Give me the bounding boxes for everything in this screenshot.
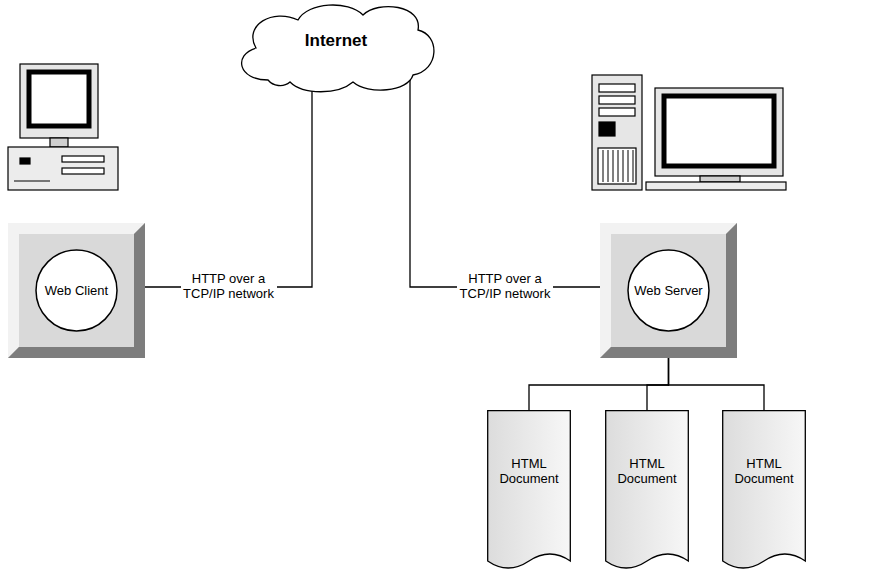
bevel-dark bbox=[600, 223, 737, 358]
document-shape bbox=[723, 411, 806, 568]
bevel-frame bbox=[8, 223, 145, 358]
connector-line bbox=[529, 358, 669, 410]
bevel-dark bbox=[8, 223, 145, 358]
node-label: HTML Document bbox=[729, 456, 799, 486]
bevel-light bbox=[600, 223, 737, 358]
node-label: Web Server bbox=[634, 283, 702, 298]
html-document: HTML Document bbox=[487, 410, 571, 575]
edge-label: HTTP over a TCP/IP network bbox=[457, 271, 553, 303]
document-shape bbox=[606, 411, 689, 568]
connector-line bbox=[410, 79, 600, 287]
bevel-light bbox=[8, 223, 145, 358]
internet-cloud: Internet bbox=[228, 0, 444, 95]
client-box: Web Client bbox=[8, 223, 145, 358]
connector-line bbox=[647, 358, 669, 410]
edge-label: HTTP over a TCP/IP network bbox=[181, 271, 277, 303]
html-document-outline bbox=[605, 410, 689, 575]
node-label: HTML Document bbox=[494, 456, 564, 486]
connector-line bbox=[145, 89, 312, 287]
node-label: Web Client bbox=[45, 283, 108, 298]
node-label: Internet bbox=[305, 31, 367, 51]
circle-outline bbox=[36, 250, 117, 331]
cloud-shape bbox=[242, 5, 434, 92]
bevel-face bbox=[19, 234, 134, 347]
bevel-frame bbox=[600, 223, 737, 358]
bevel-face bbox=[611, 234, 726, 347]
connector-line bbox=[669, 358, 765, 410]
html-document: HTML Document bbox=[722, 410, 806, 575]
circle-outline bbox=[628, 250, 709, 331]
server-computer bbox=[592, 75, 786, 190]
document-shape bbox=[488, 411, 571, 568]
html-document: HTML Document bbox=[605, 410, 689, 575]
client-computer bbox=[8, 64, 118, 190]
html-document-outline bbox=[722, 410, 806, 575]
server-box: Web Server bbox=[600, 223, 737, 358]
html-document-outline bbox=[487, 410, 571, 575]
node-label: HTML Document bbox=[612, 456, 682, 486]
